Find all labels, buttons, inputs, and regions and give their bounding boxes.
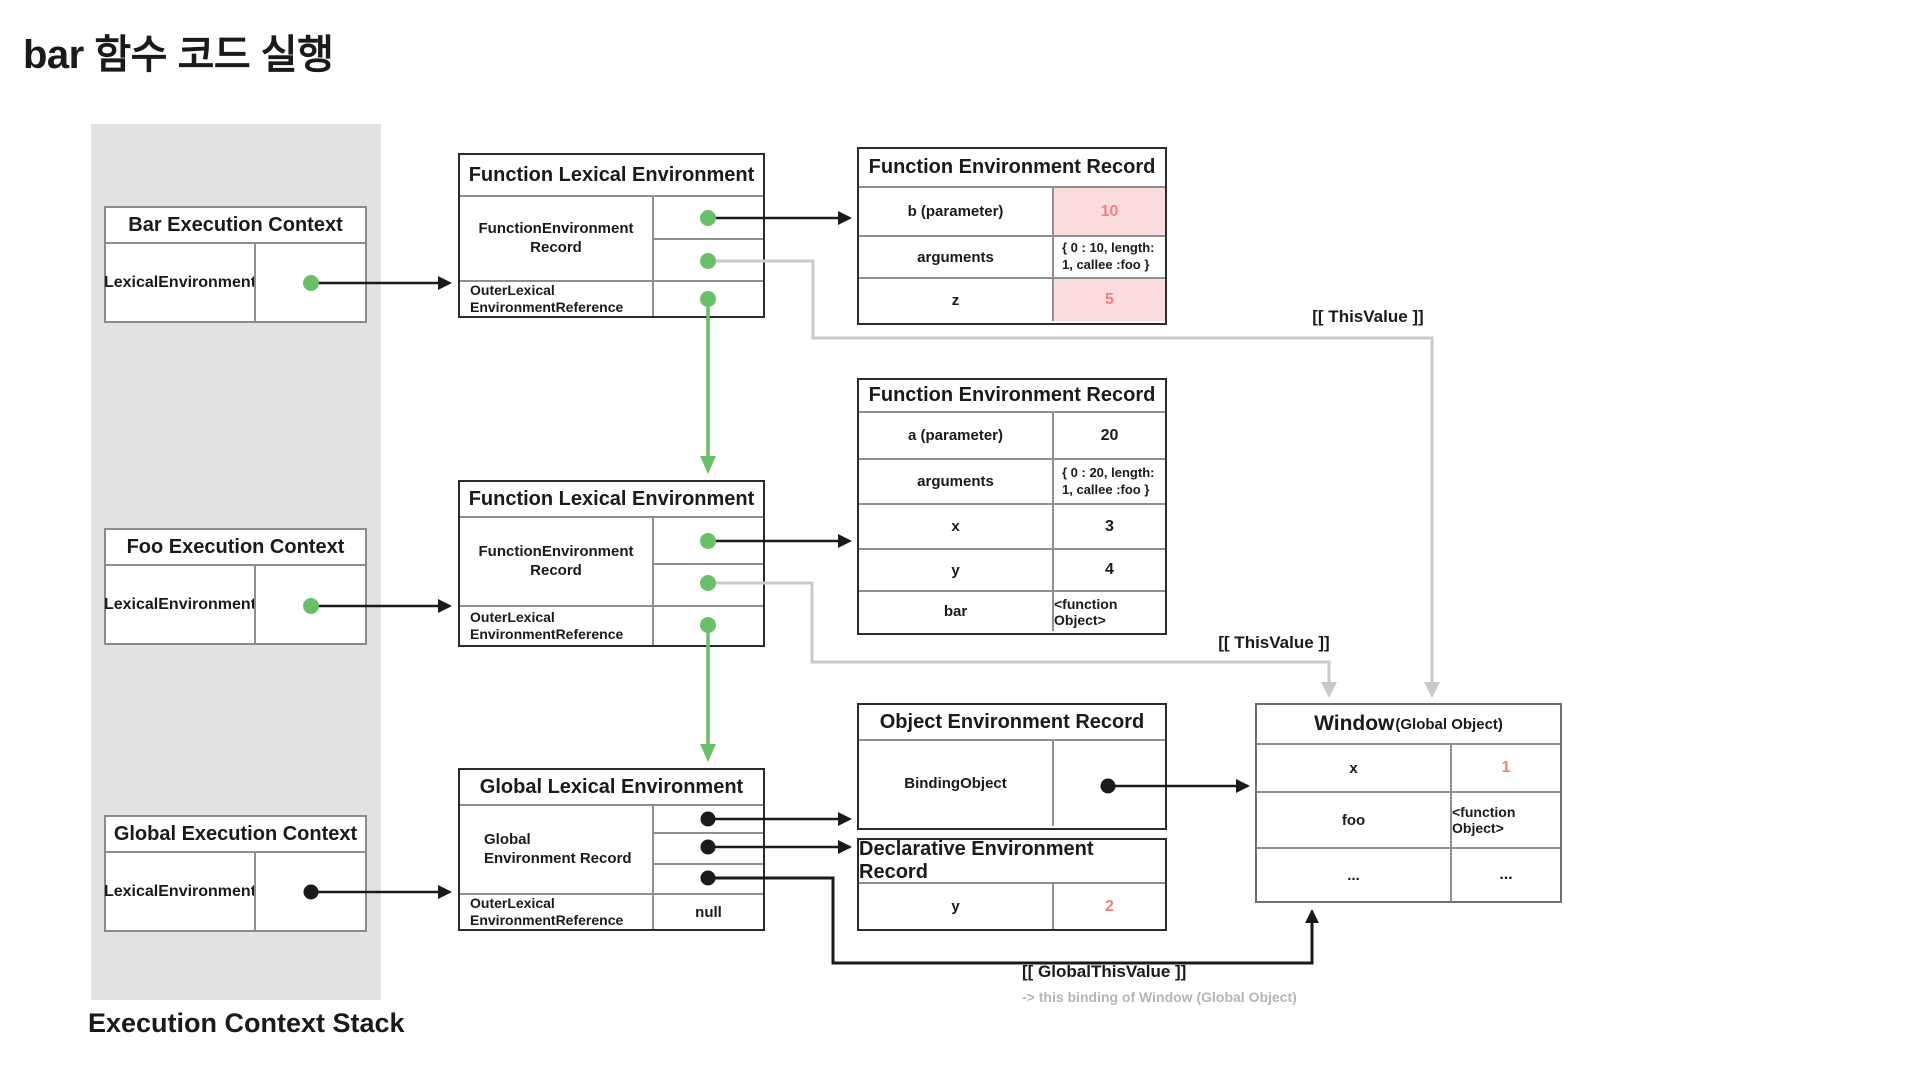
global-thisvalue-label: [[ GlobalThisValue ]] <box>1022 962 1187 981</box>
lexical-environment-pointer-cell <box>254 853 365 930</box>
global-thisvalue-note: -> this binding of Window (Global Object… <box>1022 989 1297 1005</box>
window-title: Window(Global Object) <box>1257 705 1560 745</box>
record-row: y 4 <box>859 548 1165 590</box>
outer-reference-null-cell: null <box>652 893 763 929</box>
globalthis-pointer-cell <box>652 863 763 893</box>
bar-function-environment-record-box: Function Environment Record b (parameter… <box>857 147 1167 325</box>
window-title-sub: (Global Object) <box>1395 715 1503 733</box>
thisvalue-pointer-cell <box>652 563 763 605</box>
record-value-highlighted: 10 <box>1052 188 1165 235</box>
record-row: y 2 <box>859 884 1165 929</box>
record-key: arguments <box>917 248 994 266</box>
record-pointer-cell <box>652 518 763 563</box>
global-execution-context-title: Global Execution Context <box>106 817 365 853</box>
declarative-environment-record-box: Declarative Environment Record y 2 <box>857 838 1167 931</box>
stack-caption: Execution Context Stack <box>88 1008 405 1038</box>
record-key: bar <box>943 603 968 620</box>
foo-execution-context-box: Foo Execution Context LexicalEnvironment <box>104 528 367 645</box>
record-key: b (parameter) <box>907 203 1004 220</box>
binding-object-label: BindingObject <box>904 775 1007 792</box>
record-row: x 3 <box>859 503 1165 548</box>
record-value: 20 <box>1052 413 1165 458</box>
record-value: <function Object> <box>1052 592 1165 631</box>
der-title: Declarative Environment Record <box>859 838 1165 884</box>
foo-execution-context-title: Foo Execution Context <box>106 530 365 566</box>
record-row: BindingObject <box>859 741 1165 826</box>
lexical-environment-pointer-cell <box>254 566 365 643</box>
function-environment-record-label: FunctionEnvironment Record <box>478 219 634 256</box>
window-key: ... <box>1347 866 1360 884</box>
window-value-red: 1 <box>1450 745 1560 791</box>
record-value-highlighted: 5 <box>1052 279 1165 321</box>
record-value: { 0 : 20, length: 1, callee :foo } <box>1052 460 1165 503</box>
lexical-environment-label: LexicalEnvironment <box>103 595 257 613</box>
oer-title: Object Environment Record <box>859 705 1165 741</box>
record-key: z <box>951 291 960 309</box>
declarative-record-pointer-cell <box>652 832 763 863</box>
bar-fer-title: Function Environment Record <box>859 149 1165 188</box>
bar-execution-context-box: Bar Execution Context LexicalEnvironment <box>104 206 367 323</box>
global-lexical-environment-box: Global Lexical Environment Global Enviro… <box>458 768 765 931</box>
lexical-environment-pointer-cell <box>254 244 365 321</box>
thisvalue-pointer-cell <box>652 238 763 280</box>
window-title-main: Window <box>1314 712 1395 735</box>
record-value-red: 2 <box>1052 884 1165 929</box>
record-row: z 5 <box>859 277 1165 321</box>
record-key: arguments <box>917 473 994 490</box>
record-row: a (parameter) 20 <box>859 413 1165 458</box>
window-key: foo <box>1341 811 1366 829</box>
record-key: a (parameter) <box>907 427 1004 444</box>
function-environment-record-label: FunctionEnvironment Record <box>478 542 634 579</box>
thisvalue-label-top: [[ ThisValue ]] <box>1312 307 1424 326</box>
record-value: 3 <box>1052 505 1165 548</box>
window-row: x 1 <box>1257 745 1560 791</box>
window-row: foo <function Object> <box>1257 791 1560 847</box>
foo-fle-title: Function Lexical Environment <box>460 482 763 518</box>
gle-title: Global Lexical Environment <box>460 770 763 806</box>
binding-object-pointer-cell <box>1052 741 1165 826</box>
outer-lexical-reference-label: OuterLexical EnvironmentReference <box>460 280 652 316</box>
lexical-environment-label: LexicalEnvironment <box>103 273 257 291</box>
window-value: <function Object> <box>1450 793 1560 847</box>
record-row: arguments { 0 : 10, length: 1, callee :f… <box>859 235 1165 277</box>
record-key: y <box>951 561 960 579</box>
window-global-object-box: Window(Global Object) x 1 foo <function … <box>1255 703 1562 903</box>
outer-reference-pointer-cell <box>652 280 763 316</box>
record-value: { 0 : 10, length: 1, callee :foo } <box>1052 237 1165 277</box>
outer-lexical-reference-label: OuterLexical EnvironmentReference <box>460 605 652 645</box>
record-row: arguments { 0 : 20, length: 1, callee :f… <box>859 458 1165 503</box>
outer-reference-pointer-cell <box>652 605 763 645</box>
global-execution-context-box: Global Execution Context LexicalEnvironm… <box>104 815 367 932</box>
lexical-environment-label: LexicalEnvironment <box>103 882 257 900</box>
foo-function-lexical-environment-box: Function Lexical Environment FunctionEnv… <box>458 480 765 647</box>
record-row: bar <function Object> <box>859 590 1165 631</box>
record-row: b (parameter) 10 <box>859 188 1165 235</box>
outer-lexical-reference-label: OuterLexical EnvironmentReference <box>460 893 652 929</box>
bar-function-lexical-environment-box: Function Lexical Environment FunctionEnv… <box>458 153 765 318</box>
page-title: bar 함수 코드 실행 <box>23 33 334 77</box>
object-record-pointer-cell <box>652 806 763 832</box>
foo-function-environment-record-box: Function Environment Record a (parameter… <box>857 378 1167 635</box>
bar-execution-context-title: Bar Execution Context <box>106 208 365 244</box>
record-key: x <box>951 518 960 535</box>
record-key: y <box>951 898 960 915</box>
global-environment-record-label: Global Environment Record <box>484 830 632 867</box>
window-key: x <box>1349 759 1358 777</box>
window-row: ... ... <box>1257 847 1560 901</box>
foo-fer-title: Function Environment Record <box>859 380 1165 413</box>
thisvalue-label-mid: [[ ThisValue ]] <box>1218 633 1330 652</box>
record-value: 4 <box>1052 550 1165 590</box>
window-value: ... <box>1450 849 1560 901</box>
record-pointer-cell <box>652 197 763 238</box>
object-environment-record-box: Object Environment Record BindingObject <box>857 703 1167 830</box>
bar-fle-title: Function Lexical Environment <box>460 155 763 197</box>
